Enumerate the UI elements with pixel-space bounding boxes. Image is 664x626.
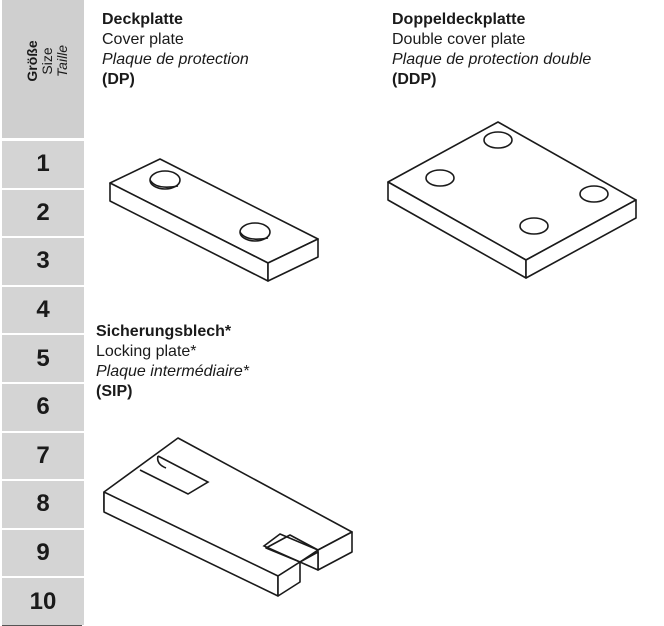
- size-row: 5: [2, 333, 84, 382]
- size-header-en: Size: [38, 47, 55, 75]
- locking-plate-caption: Sicherungsblech* Locking plate* Plaque i…: [96, 322, 249, 402]
- double-cover-plate-name-en: Double cover plate: [392, 31, 526, 48]
- cover-plate-name-en: Cover plate: [102, 31, 184, 48]
- size-column: Größe Size Taille 1 2 3 4 5 6 7 8 9 10: [0, 0, 84, 626]
- size-column-header: Größe Size Taille: [2, 0, 84, 138]
- cover-plate-caption: Deckplatte Cover plate Plaque de protect…: [102, 10, 249, 90]
- size-header-label: Größe Size Taille: [6, 0, 88, 130]
- double-cover-plate-caption: Doppeldeckplatte Double cover plate Plaq…: [392, 10, 591, 90]
- cover-plate-name-fr: Plaque de protection: [102, 51, 249, 68]
- size-row: 6: [2, 381, 84, 431]
- size-row: 1: [2, 139, 84, 188]
- size-row: 10: [2, 576, 84, 625]
- size-row: 3: [2, 236, 84, 285]
- size-header-de: Größe: [23, 40, 40, 82]
- size-row: 2: [2, 187, 84, 237]
- double-cover-plate-drawing: [387, 121, 637, 279]
- locking-plate-name-de: Sicherungsblech*: [96, 323, 232, 340]
- size-rows: 1 2 3 4 5 6 7 8 9 10: [2, 139, 84, 625]
- cover-plate-code: (DP): [102, 71, 135, 88]
- size-row: 4: [2, 284, 84, 334]
- locking-plate-drawing: [103, 437, 353, 597]
- size-row: 8: [2, 479, 84, 528]
- locking-plate-code: (SIP): [96, 383, 133, 400]
- size-row: 7: [2, 430, 84, 480]
- size-row: 9: [2, 527, 84, 577]
- size-header-fr: Taille: [53, 44, 70, 78]
- locking-plate-name-en: Locking plate*: [96, 343, 197, 360]
- cover-plate-name-de: Deckplatte: [102, 11, 183, 28]
- double-cover-plate-name-fr: Plaque de protection double: [392, 51, 592, 68]
- locking-plate-name-fr: Plaque intermédiaire*: [96, 363, 249, 380]
- double-cover-plate-name-de: Doppeldeckplatte: [392, 11, 526, 28]
- cover-plate-drawing: [109, 158, 319, 282]
- double-cover-plate-code: (DDP): [392, 71, 437, 88]
